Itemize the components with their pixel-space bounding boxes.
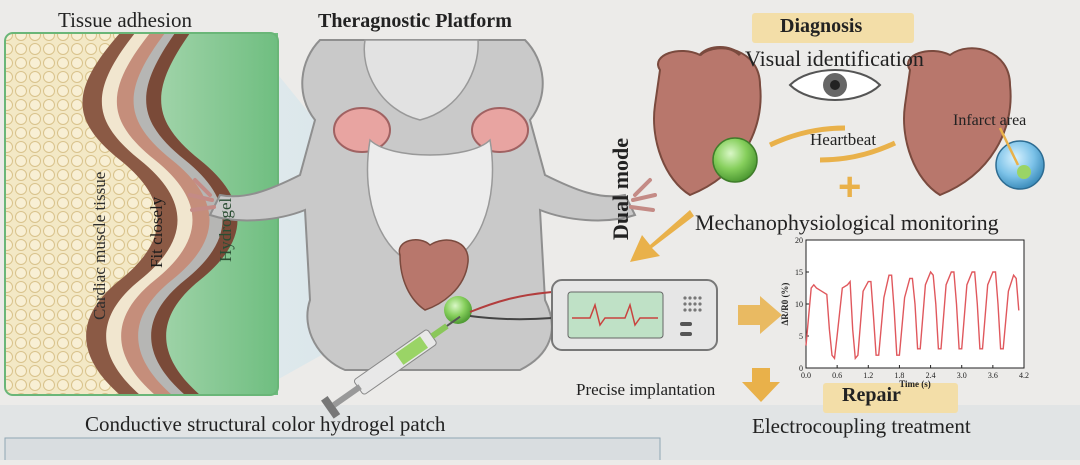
arrow-down-icon xyxy=(742,368,780,402)
arrow-down-left-icon xyxy=(630,210,694,262)
wire-red xyxy=(469,291,553,313)
x-tick-label: 3.6 xyxy=(988,371,998,380)
x-tick-label: 3.0 xyxy=(957,371,967,380)
healthy-heart-illustration xyxy=(653,46,762,197)
y-axis-label: ΔR/R0 (%) xyxy=(780,283,790,326)
wire-black xyxy=(469,315,553,321)
heartbeat-arrow-right xyxy=(819,140,897,163)
diagnosis-label: Diagnosis xyxy=(780,15,863,37)
y-tick-label: 10 xyxy=(795,300,803,309)
plus-icon: + xyxy=(838,165,862,209)
heartbeat-label: Heartbeat xyxy=(810,130,877,149)
platform-title: Theragnostic Platform xyxy=(318,10,512,32)
eye-icon xyxy=(788,69,882,101)
precise-implantation-label: Precise implantation xyxy=(576,380,716,399)
x-tick-label: 1.8 xyxy=(894,371,904,380)
repair-label: Repair xyxy=(842,384,901,406)
infarct-heart-illustration xyxy=(903,47,1045,197)
hydrogel-label: Hydrogel xyxy=(216,197,235,262)
mechano-monitoring-label: Mechanophysiological monitoring xyxy=(695,210,999,235)
infarct-area-label: Infarct area xyxy=(953,112,1027,129)
x-tick-label: 4.2 xyxy=(1019,371,1029,380)
fit-closely-label: Fit closely xyxy=(147,196,166,268)
y-tick-label: 5 xyxy=(799,332,803,341)
arrow-right-icon xyxy=(738,296,782,334)
x-axis-label: Time (s) xyxy=(899,379,931,389)
x-tick-label: 0.0 xyxy=(801,371,811,380)
tissue-adhesion-label: Tissue adhesion xyxy=(58,8,192,32)
patch-label: Conductive structural color hydrogel pat… xyxy=(85,412,446,436)
diagnosis-badge xyxy=(752,13,914,43)
patch-strip xyxy=(4,437,661,465)
visual-identification-label: Visual identification xyxy=(745,46,924,71)
cardiac-muscle-label: Cardiac muscle tissue xyxy=(90,171,109,320)
repair-badge xyxy=(823,383,958,413)
monitor-device xyxy=(551,279,718,351)
y-tick-label: 0 xyxy=(799,364,803,373)
y-tick-label: 20 xyxy=(795,236,803,245)
tissue-adhesion-panel xyxy=(4,32,279,396)
x-tick-label: 0.6 xyxy=(832,371,842,380)
mouse-illustration xyxy=(188,39,657,419)
heartbeat-arrow-left xyxy=(768,125,846,148)
x-tick-label: 2.4 xyxy=(926,371,936,380)
signal-series-line xyxy=(805,270,1020,361)
y-tick-label: 15 xyxy=(795,268,803,277)
x-tick-label: 1.2 xyxy=(863,371,873,380)
dual-mode-label: Dual mode xyxy=(608,137,633,240)
electrocoupling-label: Electrocoupling treatment xyxy=(752,414,971,438)
